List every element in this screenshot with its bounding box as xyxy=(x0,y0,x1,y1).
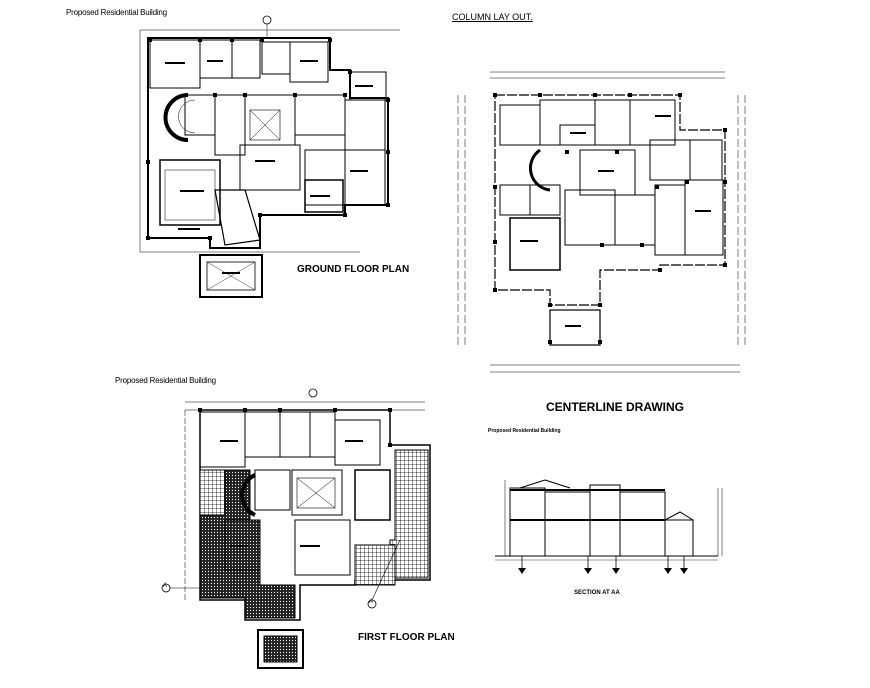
column-layout-plan xyxy=(457,71,746,373)
ground-heading: Proposed Residential Building xyxy=(66,8,167,17)
centerline-drawing-title: CENTERLINE DRAWING xyxy=(546,400,684,414)
first-floor-heading: Proposed Residential Building xyxy=(115,376,216,385)
section-marker-left: A xyxy=(163,583,168,589)
first-floor-title: FIRST FLOOR PLAN xyxy=(358,632,455,643)
section-marker-right: A xyxy=(369,599,374,605)
section-aa xyxy=(495,479,723,574)
section-title: SECTION AT AA xyxy=(574,590,620,596)
first-floor-plan xyxy=(161,388,431,669)
column-layout-title: COLUMN LAY OUT. xyxy=(452,12,533,22)
section-heading: Proposed Residential Building xyxy=(488,428,561,434)
ground-floor-title: GROUND FLOOR PLAN xyxy=(297,264,410,275)
ground-floor-plan xyxy=(139,15,400,298)
